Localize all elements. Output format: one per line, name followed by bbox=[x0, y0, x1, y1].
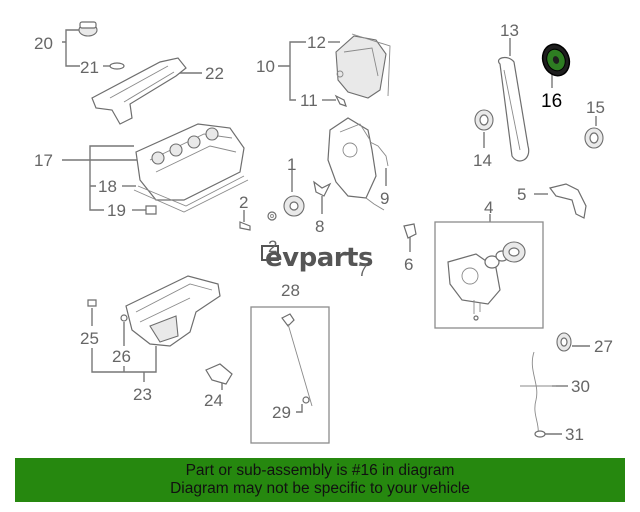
callout-21: 21 bbox=[80, 58, 99, 77]
ignition-cover-drawing bbox=[91, 57, 187, 125]
oil-pump-drawing bbox=[447, 241, 526, 321]
dipstick-tube-drawing bbox=[531, 351, 539, 435]
dipstick-box bbox=[250, 306, 330, 444]
callout-6: 6 bbox=[404, 255, 413, 274]
banner-line-2: Diagram may not be specific to your vehi… bbox=[170, 480, 470, 497]
info-banner: Part or sub-assembly is #16 in diagram D… bbox=[15, 458, 625, 502]
tensioner-drawing bbox=[584, 127, 604, 149]
parts-diagram: evparts 20 21 22 10 12 11 13 16 15 14 17… bbox=[34, 21, 613, 444]
callout-25: 25 bbox=[80, 329, 99, 348]
callout-31: 31 bbox=[565, 425, 584, 444]
drain-plug-drawing bbox=[87, 299, 97, 307]
oil-baffle-drawing bbox=[205, 363, 233, 385]
oil-cap-drawing bbox=[78, 21, 98, 37]
pump-gasket-drawing bbox=[548, 183, 587, 219]
cover-gasket-drawing bbox=[365, 141, 389, 211]
callout-2b: 2 bbox=[268, 237, 277, 256]
lower-timing-cover-drawing bbox=[327, 117, 377, 199]
callout-20: 20 bbox=[34, 34, 53, 53]
crank-pulley-drawing bbox=[283, 195, 305, 217]
callout-8: 8 bbox=[315, 217, 324, 236]
timing-belt-drawing bbox=[498, 56, 530, 162]
callout-19: 19 bbox=[107, 201, 126, 220]
cap-gasket-drawing bbox=[109, 62, 125, 70]
callout-10: 10 bbox=[256, 57, 275, 76]
callout-27: 27 bbox=[594, 337, 613, 356]
callout-26: 26 bbox=[112, 347, 131, 366]
callout-14: 14 bbox=[473, 151, 492, 170]
callout-7: 7 bbox=[358, 261, 367, 280]
banner-line-1: Part or sub-assembly is #16 in diagram bbox=[185, 462, 455, 479]
callout-11: 11 bbox=[300, 91, 318, 110]
callout-23: 23 bbox=[133, 385, 152, 404]
part-drawings bbox=[78, 21, 604, 444]
dipstick-drawing bbox=[281, 313, 313, 407]
callout-2a: 2 bbox=[239, 193, 248, 212]
drain-washer-drawing bbox=[120, 314, 128, 322]
stud-bolt-drawing bbox=[403, 223, 417, 239]
valve-cover-drawing bbox=[133, 123, 249, 213]
highlighted-sprocket-drawing bbox=[541, 43, 571, 77]
callout-17: 17 bbox=[34, 151, 53, 170]
idler-pulley-drawing bbox=[474, 109, 494, 131]
oil-pan-drawing bbox=[125, 275, 221, 347]
tube-oring-drawing bbox=[534, 430, 546, 438]
callout-1: 1 bbox=[287, 155, 296, 174]
callout-22: 22 bbox=[205, 64, 224, 83]
callout-24: 24 bbox=[204, 391, 223, 410]
callout-5: 5 bbox=[517, 185, 526, 204]
callout-28: 28 bbox=[281, 281, 300, 300]
callout-29: 29 bbox=[272, 403, 291, 422]
callout-18: 18 bbox=[98, 177, 117, 196]
callout-15: 15 bbox=[586, 98, 605, 117]
callout-16-highlighted: 16 bbox=[541, 91, 562, 112]
cover-bolt-drawing bbox=[334, 94, 347, 107]
callout-4: 4 bbox=[484, 198, 493, 217]
washer-drawing bbox=[267, 211, 277, 221]
bracket-drawing bbox=[313, 180, 332, 197]
pulley-bolt-drawing bbox=[239, 221, 251, 231]
watermark-text: evparts bbox=[265, 243, 373, 273]
callout-13: 13 bbox=[500, 21, 519, 40]
upper-timing-cover-drawing bbox=[335, 33, 391, 99]
cover-screw-drawing bbox=[145, 205, 157, 215]
watermark: evparts bbox=[261, 243, 373, 273]
callout-numbers: 20 21 22 10 12 11 13 16 15 14 17 18 19 1… bbox=[34, 21, 613, 444]
oil-pump-box bbox=[434, 221, 544, 329]
callout-12: 12 bbox=[307, 33, 326, 52]
dipstick-seal-drawing bbox=[556, 332, 572, 352]
callout-30: 30 bbox=[571, 377, 590, 396]
callout-9: 9 bbox=[380, 189, 389, 208]
